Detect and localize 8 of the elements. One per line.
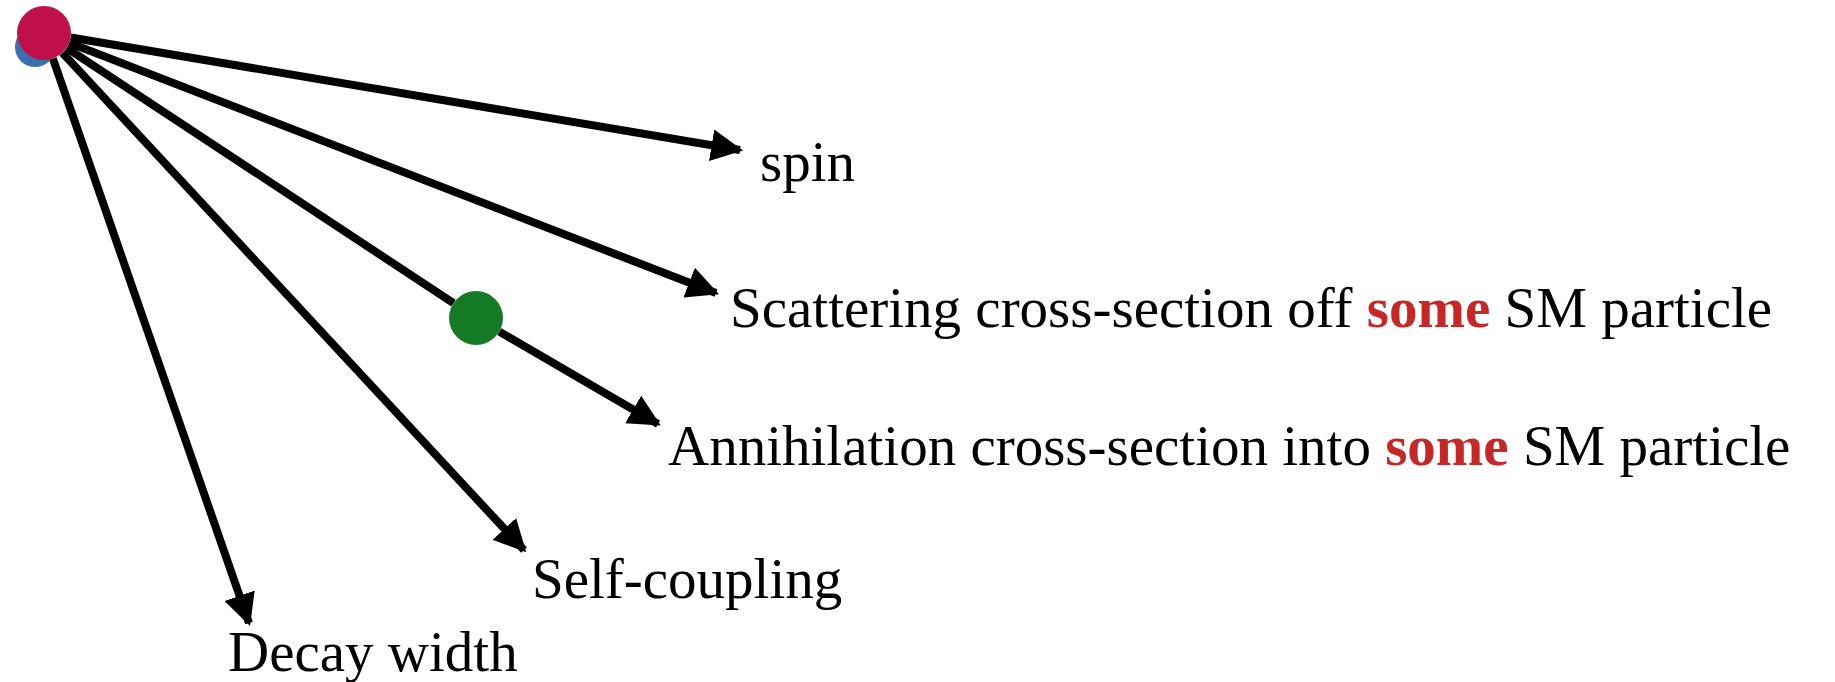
arrow	[49, 57, 255, 626]
dot	[17, 6, 71, 60]
line	[64, 44, 456, 307]
arrow	[497, 328, 661, 428]
arrow	[67, 39, 719, 298]
dot	[449, 291, 503, 345]
arrow	[59, 50, 527, 553]
arrow	[69, 33, 744, 161]
